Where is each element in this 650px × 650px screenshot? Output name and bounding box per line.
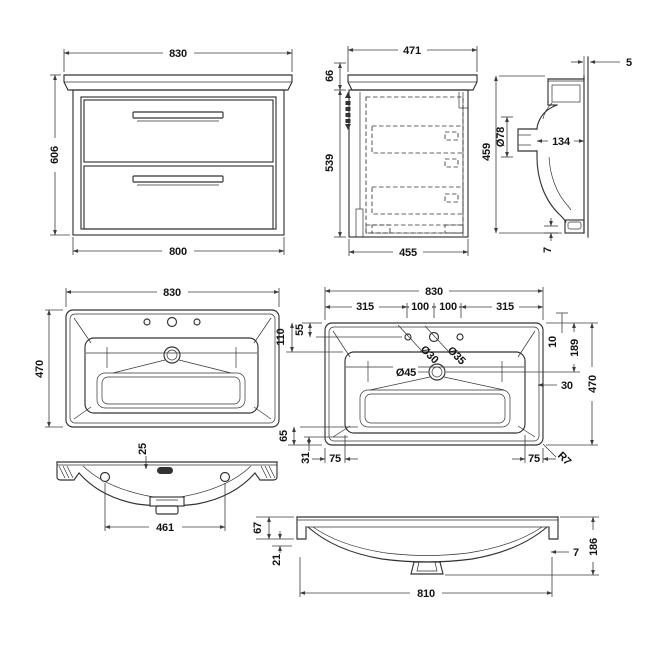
dim-vanity-front-width-top: 830 bbox=[169, 48, 187, 60]
dim-underside-fixing-centres: 461 bbox=[156, 522, 174, 534]
drawer-handle bbox=[132, 111, 224, 122]
waste-hole bbox=[428, 363, 446, 381]
fixing-hole bbox=[99, 471, 111, 483]
dim-front-section-wall-thickness: 7 bbox=[573, 547, 579, 559]
dim-basin-side-outlet-offset: 7 bbox=[542, 247, 554, 253]
dim-front-section-overall-height: 186 bbox=[588, 538, 600, 556]
waste-boss bbox=[149, 496, 185, 515]
tap-hole bbox=[404, 333, 412, 341]
dim-basin-plan-depth: 470 bbox=[34, 360, 46, 378]
dim-basin-side-overflow-diameter: Ø78 bbox=[495, 127, 507, 147]
tap-hole bbox=[143, 318, 151, 326]
overflow-slot bbox=[157, 467, 173, 474]
dim-basin-detail-seg-right: 315 bbox=[496, 301, 514, 313]
dim-basin-side-overall-height: 459 bbox=[481, 143, 493, 161]
dim-front-section-width: 810 bbox=[417, 588, 435, 600]
drawer-handle bbox=[132, 175, 224, 186]
dim-front-section-rim-height: 67 bbox=[252, 522, 264, 534]
tap-hole bbox=[456, 333, 464, 341]
dim-basin-detail-seg-centre-right: 100 bbox=[439, 301, 457, 313]
dim-basin-detail-tap-hole-large: Ø35 bbox=[445, 344, 468, 367]
dim-basin-detail-edge-to-bowl: 110 bbox=[275, 328, 287, 345]
dim-vanity-front-width-bottom: 800 bbox=[169, 246, 187, 258]
waste-outlet bbox=[410, 561, 444, 575]
dim-basin-side-overflow-depth: 134 bbox=[552, 136, 571, 148]
dim-vanity-side-depth-top: 471 bbox=[403, 45, 421, 57]
dim-basin-plan-width: 830 bbox=[163, 287, 181, 299]
dim-basin-detail-bowl-inset-right: 75 bbox=[528, 453, 540, 465]
view-basin-underside: 25 461 bbox=[56, 443, 278, 534]
dim-basin-detail-back-rim: 10 bbox=[547, 336, 559, 348]
dim-basin-detail-corner-radius: R7 bbox=[555, 450, 573, 468]
tap-hole bbox=[166, 316, 178, 328]
waste-hole bbox=[163, 346, 181, 364]
view-vanity-side: 471 66 539 455 bbox=[324, 44, 478, 259]
tap-hole bbox=[428, 331, 440, 343]
dim-basin-detail-front-rim: 65 bbox=[278, 430, 290, 442]
fixing-hole bbox=[219, 471, 231, 483]
dim-basin-side-wall-gap: 5 bbox=[626, 57, 632, 69]
wall-bracket-icon bbox=[345, 92, 351, 130]
view-basin-section-front: 67 21 7 186 810 bbox=[252, 516, 600, 600]
dim-vanity-side-worktop-height: 66 bbox=[324, 70, 336, 82]
dim-front-section-lip-height: 21 bbox=[271, 554, 283, 566]
dim-basin-detail-front-lip: 31 bbox=[300, 452, 312, 464]
dim-vanity-side-depth-bottom: 455 bbox=[399, 247, 417, 259]
view-vanity-front: 830 606 800 bbox=[47, 47, 293, 258]
dim-vanity-front-height: 606 bbox=[49, 146, 61, 164]
dim-basin-detail-seg-centre-left: 100 bbox=[411, 301, 429, 313]
dim-basin-detail-bowl-inset-left: 75 bbox=[329, 453, 341, 465]
dim-basin-detail-tap-hole-small: Ø30 bbox=[418, 343, 441, 366]
dim-basin-detail-width: 830 bbox=[425, 286, 443, 298]
dim-vanity-side-cabinet-height: 539 bbox=[324, 154, 336, 172]
dim-basin-detail-depth: 470 bbox=[587, 375, 599, 393]
view-basin-plan: 830 470 bbox=[34, 286, 280, 428]
tap-hole bbox=[193, 318, 201, 326]
view-basin-section-side: 5 Ø78 134 459 7 bbox=[481, 56, 632, 253]
dim-basin-detail-waste-offset: 189 bbox=[569, 339, 581, 357]
dim-basin-detail-waste-diameter: Ø45 bbox=[396, 367, 416, 379]
dim-underside-overflow-offset: 25 bbox=[137, 443, 149, 455]
view-basin-plan-detail: 830 315 100 100 315 55 110 Ø30 Ø35 Ø45 bbox=[275, 285, 599, 468]
dim-basin-detail-edge-to-tap: 55 bbox=[294, 324, 306, 336]
dim-basin-detail-side-rim: 30 bbox=[561, 380, 573, 392]
dim-basin-detail-seg-left: 315 bbox=[356, 301, 374, 313]
